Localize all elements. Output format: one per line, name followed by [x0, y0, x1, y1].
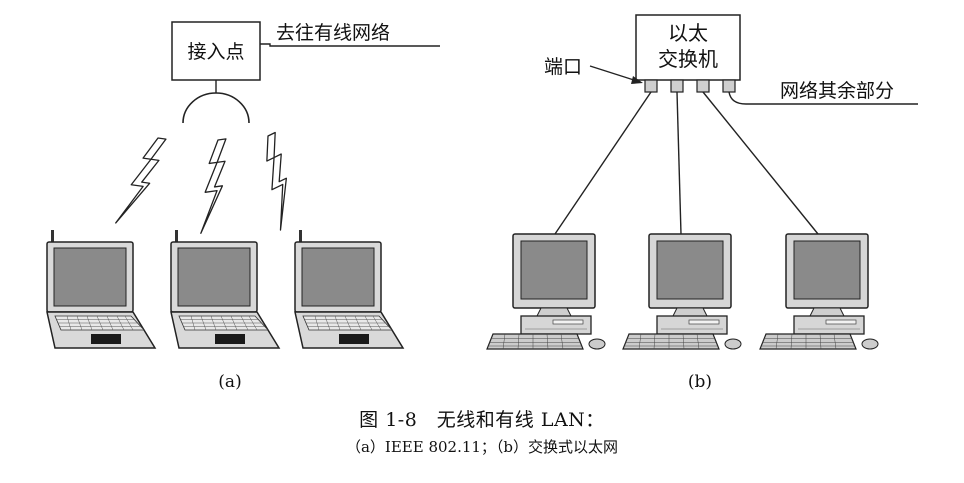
wired-network-label: 去往有线网络 — [276, 22, 390, 44]
wireless-signal-icon-right — [240, 131, 316, 231]
switch-ports — [644, 79, 736, 93]
subfigure-label-b: (b) — [687, 372, 713, 392]
port-pointer-arrow — [589, 65, 641, 83]
wireless-signal-icon-left — [115, 133, 167, 229]
figure-diagram: 接入点 去往有线网络 以太 交换机 端口 网络其余部分 — [46, 14, 918, 350]
wireless-signal-icon-center — [187, 138, 240, 234]
laptop-1 — [46, 229, 156, 349]
antenna-dome — [182, 92, 250, 124]
desktop-pc-1 — [486, 233, 606, 350]
cable-2 — [676, 91, 682, 235]
port-4 — [722, 79, 736, 93]
switch-label-line1: 以太 — [668, 21, 708, 45]
desktop-pc-3 — [759, 233, 879, 350]
port-label: 端口 — [544, 56, 582, 78]
wired-network-line — [260, 43, 440, 47]
port-2 — [670, 79, 684, 93]
subfigure-label-a: (a) — [218, 372, 242, 392]
desktop-pc-2 — [622, 233, 742, 350]
figure-caption: 图 1-8 无线和有线 LAN： — [359, 409, 605, 431]
switch-label-line2: 交换机 — [658, 47, 718, 71]
access-point-label: 接入点 — [187, 41, 244, 63]
cable-3 — [702, 91, 819, 235]
port-1 — [644, 79, 658, 93]
figure-subcaption: （a）IEEE 802.11；（b）交换式以太网 — [345, 438, 619, 456]
laptop-3 — [294, 229, 404, 349]
laptop-2 — [170, 229, 280, 349]
port-3 — [696, 79, 710, 93]
rest-of-network-label: 网络其余部分 — [780, 80, 894, 102]
ethernet-switch: 以太 交换机 — [635, 14, 741, 81]
access-point: 接入点 — [171, 21, 261, 81]
rest-of-network-line — [728, 91, 918, 105]
cable-1 — [554, 91, 652, 235]
